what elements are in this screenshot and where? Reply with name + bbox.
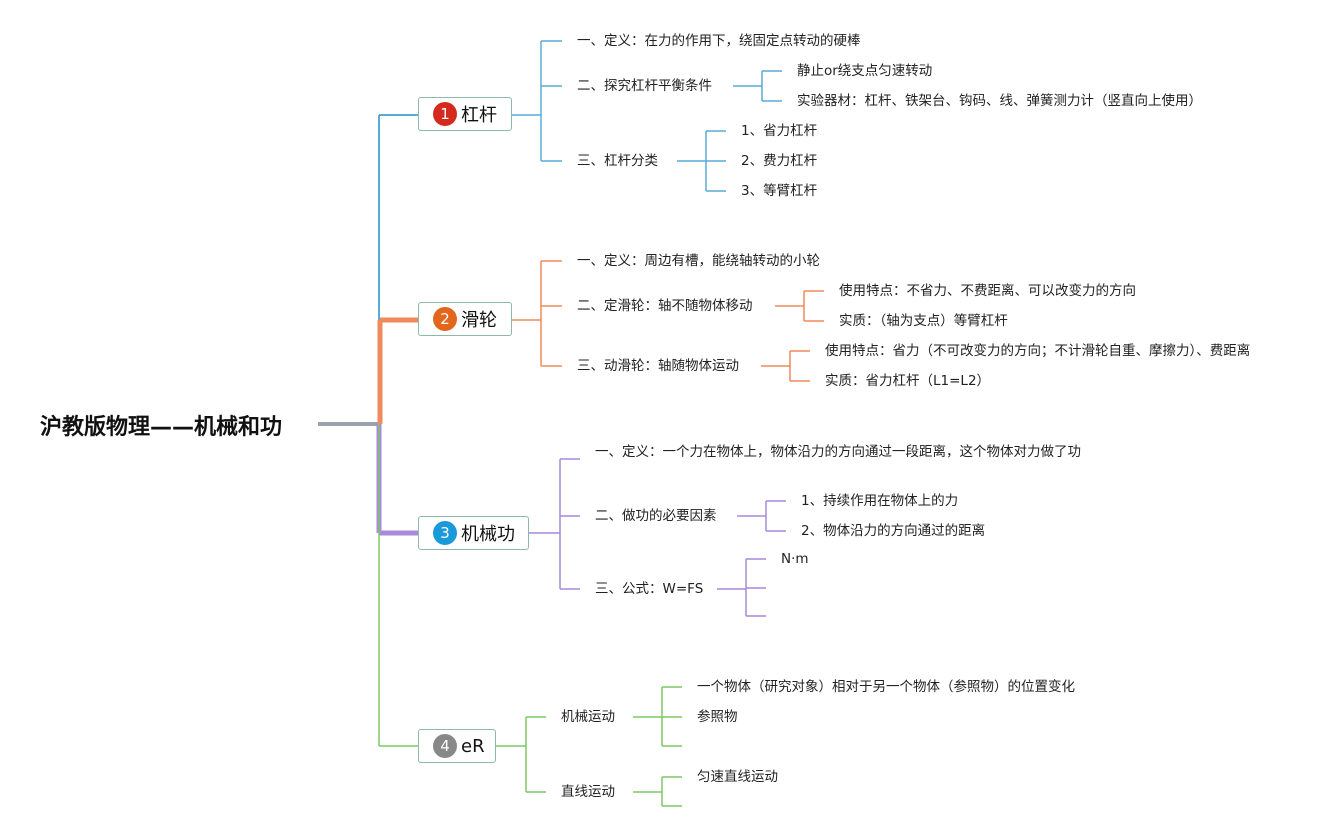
topic-number-badge: 4: [433, 734, 457, 758]
topic-number-badge: 3: [433, 521, 457, 545]
subtopic-item[interactable]: 机械运动: [561, 709, 615, 725]
leaf-item[interactable]: 静止or绕支点匀速转动: [797, 63, 933, 79]
topic-label: eR: [461, 735, 485, 757]
central-topic[interactable]: 沪教版物理——机械和功: [40, 415, 283, 440]
subtopic-item[interactable]: 三、杠杆分类: [577, 153, 658, 169]
leaf-item[interactable]: 参照物: [697, 709, 738, 725]
topic-label: 滑轮: [461, 310, 497, 331]
topic-number-badge: 2: [433, 307, 457, 331]
subtopic-item[interactable]: 三、公式：W=FS: [595, 581, 704, 597]
subtopic-item[interactable]: 直线运动: [561, 784, 615, 800]
topic-label: 机械功: [461, 524, 515, 545]
leaf-item[interactable]: 实质：（轴为支点）等臂杠杆: [839, 313, 1008, 329]
leaf-item[interactable]: 使用特点：省力（不可改变力的方向；不计滑轮自重、摩擦力）、费距离: [825, 343, 1251, 359]
subtopic-item[interactable]: 二、定滑轮：轴不随物体移动: [577, 298, 753, 314]
leaf-item[interactable]: 实质：省力杠杆（L1=L2）: [825, 373, 991, 389]
topic-number-badge: 1: [433, 102, 457, 126]
topic-label: 杠杆: [461, 105, 497, 126]
subtopic-item[interactable]: 三、动滑轮：轴随物体运动: [577, 358, 739, 374]
topic-pulley[interactable]: 2 滑轮: [418, 302, 512, 336]
leaf-item[interactable]: 匀速直线运动: [697, 769, 778, 785]
leaf-item[interactable]: 1、省力杠杆: [741, 123, 818, 139]
topic-mechanical-work[interactable]: 3 机械功: [418, 516, 529, 550]
leaf-item[interactable]: 实验器材：杠杆、铁架台、钩码、线、弹簧测力计（竖直向上使用）: [797, 93, 1202, 109]
leaf-item[interactable]: 使用特点：不省力、不费距离、可以改变力的方向: [839, 283, 1136, 299]
topic-lever[interactable]: 1 杠杆: [418, 97, 512, 131]
leaf-item[interactable]: N·m: [781, 551, 809, 567]
leaf-item[interactable]: 3、等臂杠杆: [741, 183, 818, 199]
subtopic-item[interactable]: 一、定义：周边有槽，能绕轴转动的小轮: [577, 253, 820, 269]
leaf-item[interactable]: 2、费力杠杆: [741, 153, 818, 169]
leaf-item[interactable]: 一个物体（研究对象）相对于另一个物体（参照物）的位置变化: [697, 679, 1075, 695]
topic-er[interactable]: 4 eR: [418, 729, 496, 763]
subtopic-item[interactable]: 二、做功的必要因素: [595, 508, 717, 524]
subtopic-item[interactable]: 二、探究杠杆平衡条件: [577, 78, 712, 94]
subtopic-item[interactable]: 一、定义：在力的作用下，绕固定点转动的硬棒: [577, 33, 861, 49]
leaf-item[interactable]: 2、物体沿力的方向通过的距离: [801, 523, 986, 539]
subtopic-item[interactable]: 一、定义：一个力在物体上，物体沿力的方向通过一段距离，这个物体对力做了功: [595, 444, 1081, 460]
leaf-item[interactable]: 1、持续作用在物体上的力: [801, 493, 959, 509]
